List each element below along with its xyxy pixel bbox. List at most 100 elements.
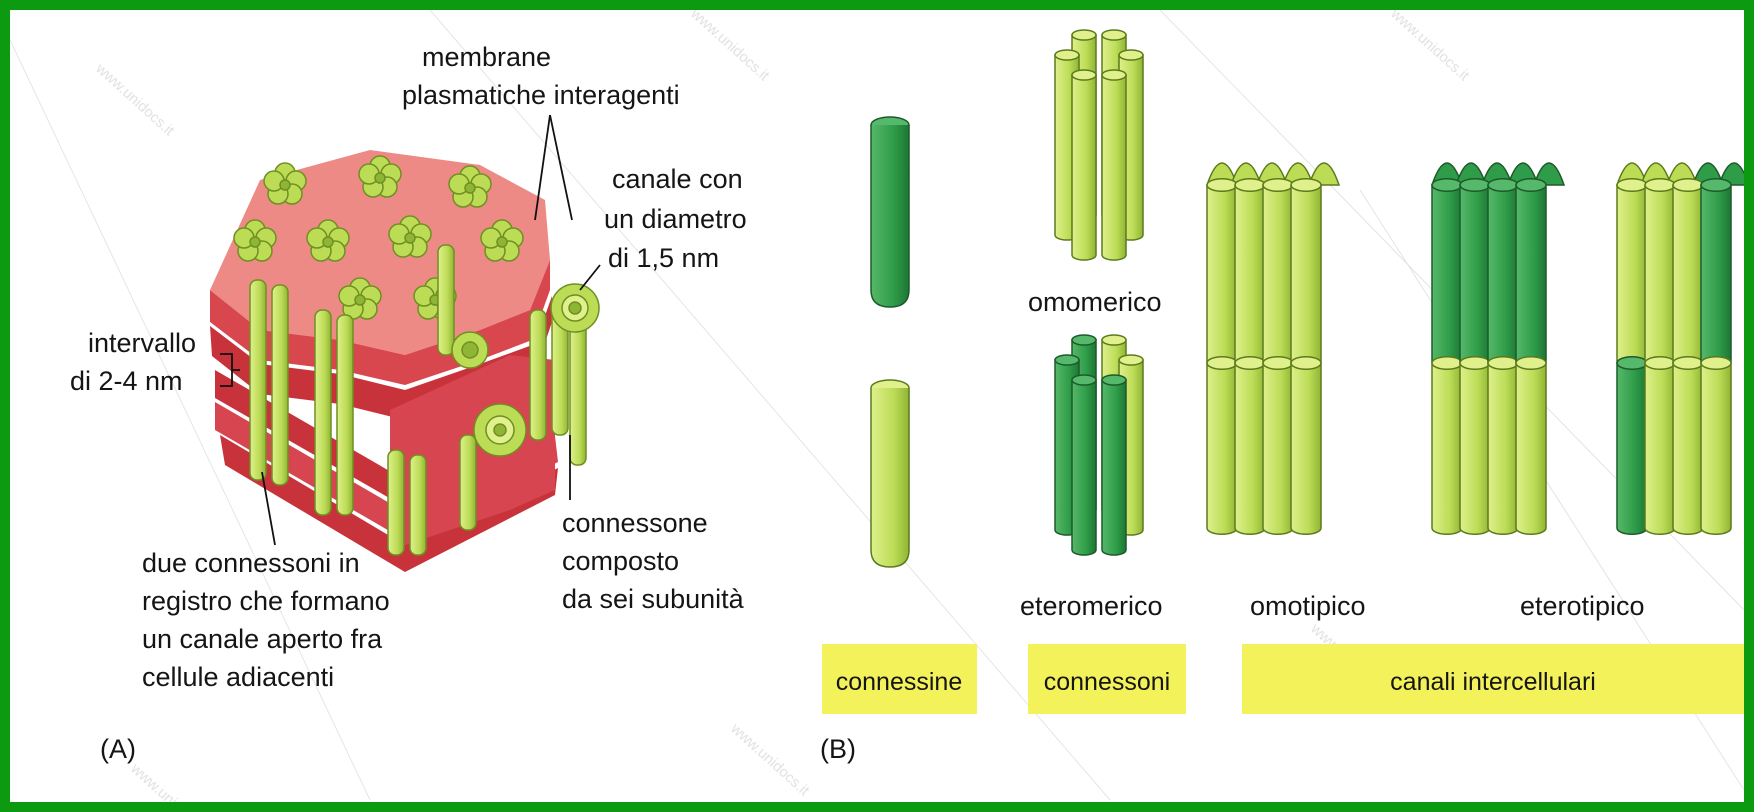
connexon-heteromeric xyxy=(1054,334,1144,556)
channel-heterotypic-dark-top xyxy=(1430,162,1566,536)
connexin-subunit-upper xyxy=(1206,177,1238,371)
connexin-subunit-lower xyxy=(1262,355,1294,536)
watermark-text: www.unidocs.it xyxy=(92,60,178,140)
label-channel-line1: canale con xyxy=(612,164,743,194)
connexin-subunit-lower xyxy=(1515,355,1547,536)
connexon-flower xyxy=(388,215,432,258)
caption-box-connexins xyxy=(822,644,977,714)
connexin-subunit-lower xyxy=(1644,355,1676,536)
connexin-subunit-lower xyxy=(1672,355,1704,536)
panel-b: omomerico eteromerico omotipico eterotip… xyxy=(820,29,1744,764)
connexon-flower xyxy=(448,165,492,208)
gap-junction-diagram: www.unidocs.it www.unidocs.it www.unidoc… xyxy=(10,10,1744,802)
leader-line xyxy=(534,114,551,221)
connexin-subunit-upper xyxy=(1616,177,1648,371)
label-pair-line3: un canale aperto fra xyxy=(142,624,383,654)
caption-box-connexons xyxy=(1028,644,1186,714)
connexin-subunit-upper xyxy=(1459,177,1491,371)
connexin-subunit-lower xyxy=(1206,355,1238,536)
connexin-dome xyxy=(1532,162,1566,186)
connexon-ring-cut xyxy=(473,403,527,457)
connexon-homomeric xyxy=(1054,29,1144,261)
connexin-subunit xyxy=(1101,69,1127,261)
label-connexon-line1: connessone xyxy=(562,508,708,538)
connexon-flower xyxy=(480,219,524,262)
figure-canvas: www.unidocs.it www.unidocs.it www.unidoc… xyxy=(10,10,1744,802)
connexin-subunit-lower xyxy=(1290,355,1322,536)
connexon-rod xyxy=(459,434,477,531)
connexon-rod xyxy=(569,314,587,466)
channel-homotypic xyxy=(1205,162,1341,536)
label-membrane-line2: plasmatiche interagenti xyxy=(402,80,680,110)
label-pair-line4: cellule adiacenti xyxy=(142,662,334,692)
leader-line xyxy=(549,114,573,221)
connexin-subunit-upper xyxy=(1262,177,1294,371)
label-connexon-line2: composto xyxy=(562,546,679,576)
label-gap-line2: di 2-4 nm xyxy=(70,366,183,396)
connexon-ring-channel xyxy=(550,283,600,333)
panel-b-letter: (B) xyxy=(820,734,856,764)
connexon-flower xyxy=(233,219,277,262)
connexin-light xyxy=(870,379,910,568)
connexin-subunit-lower xyxy=(1700,355,1732,536)
label-heterotypic: eterotipico xyxy=(1520,591,1645,621)
connexon-rod xyxy=(249,279,267,481)
gap-bracket xyxy=(220,353,240,387)
watermark-text: www.unidocs.it xyxy=(687,10,773,85)
watermark-text: www.unidocs.it xyxy=(1387,10,1473,85)
connexin-subunit-upper xyxy=(1644,177,1676,371)
connexin-subunit-upper xyxy=(1234,177,1266,371)
connexin-subunit-lower xyxy=(1234,355,1266,536)
leader-line xyxy=(261,471,276,546)
connexin-subunit-lower xyxy=(1487,355,1519,536)
caption-connexins: connessine xyxy=(836,668,962,696)
label-homotypic: omotipico xyxy=(1250,591,1366,621)
label-pair-line2: registro che formano xyxy=(142,586,390,616)
connexin-subunit xyxy=(1071,374,1097,556)
connexin-dark xyxy=(870,116,910,308)
caption-box-channels xyxy=(1242,644,1744,714)
label-pair-line1: due connessoni in xyxy=(142,548,360,578)
panel-a-labels: membrane plasmatiche interagenti canale … xyxy=(70,42,747,764)
connexin-dome xyxy=(1307,162,1341,186)
label-heteromeric: eteromerico xyxy=(1020,591,1163,621)
label-channel-line3: di 1,5 nm xyxy=(608,243,719,273)
connexon-rod xyxy=(314,309,332,516)
connexin-subunit-upper xyxy=(1290,177,1322,371)
connexin-subunit-upper xyxy=(1700,177,1732,371)
label-homomeric: omomerico xyxy=(1028,287,1162,317)
label-connexon-line3: da sei subunità xyxy=(562,584,745,614)
connexin-subunit-upper xyxy=(1431,177,1463,371)
connexon-ring-lower xyxy=(451,331,489,369)
connexon-flower xyxy=(263,162,307,205)
leader-line xyxy=(579,264,601,291)
connexon-rod xyxy=(336,314,354,516)
panel-a: membrane plasmatiche interagenti canale … xyxy=(70,42,747,764)
caption-connexons: connessoni xyxy=(1044,668,1170,696)
label-channel-line2: un diametro xyxy=(604,204,747,234)
panel-a-letter: (A) xyxy=(100,734,136,764)
connexin-subunit-upper xyxy=(1487,177,1519,371)
connexin-subunit xyxy=(1101,374,1127,556)
connexin-subunit-lower xyxy=(1431,355,1463,536)
connexon-rod xyxy=(437,244,455,356)
connexon-rod xyxy=(409,454,427,556)
watermark-text: www.unidocs.it xyxy=(727,720,813,800)
callout-lines xyxy=(220,114,601,546)
channel-heterotypic-mixed xyxy=(1615,162,1744,536)
connexin-subunit-upper xyxy=(1515,177,1547,371)
watermark-text: www.unidocs.it xyxy=(127,760,213,802)
connexin-subunit xyxy=(1071,69,1097,261)
caption-boxes: connessine connessoni canali intercellul… xyxy=(822,644,1744,714)
connexon-rod xyxy=(271,284,289,486)
connexon-flower xyxy=(306,219,350,262)
label-gap-line1: intervallo xyxy=(88,328,196,358)
connexon-flower xyxy=(338,277,382,320)
connexon-flower xyxy=(358,155,402,198)
connexin-subunit-lower xyxy=(1459,355,1491,536)
connexon-rod xyxy=(529,309,547,441)
panel-b-labels: omomerico eteromerico omotipico eterotip… xyxy=(820,287,1645,764)
connexin-subunit-lower xyxy=(1616,355,1648,536)
connexon-rods xyxy=(249,244,587,556)
